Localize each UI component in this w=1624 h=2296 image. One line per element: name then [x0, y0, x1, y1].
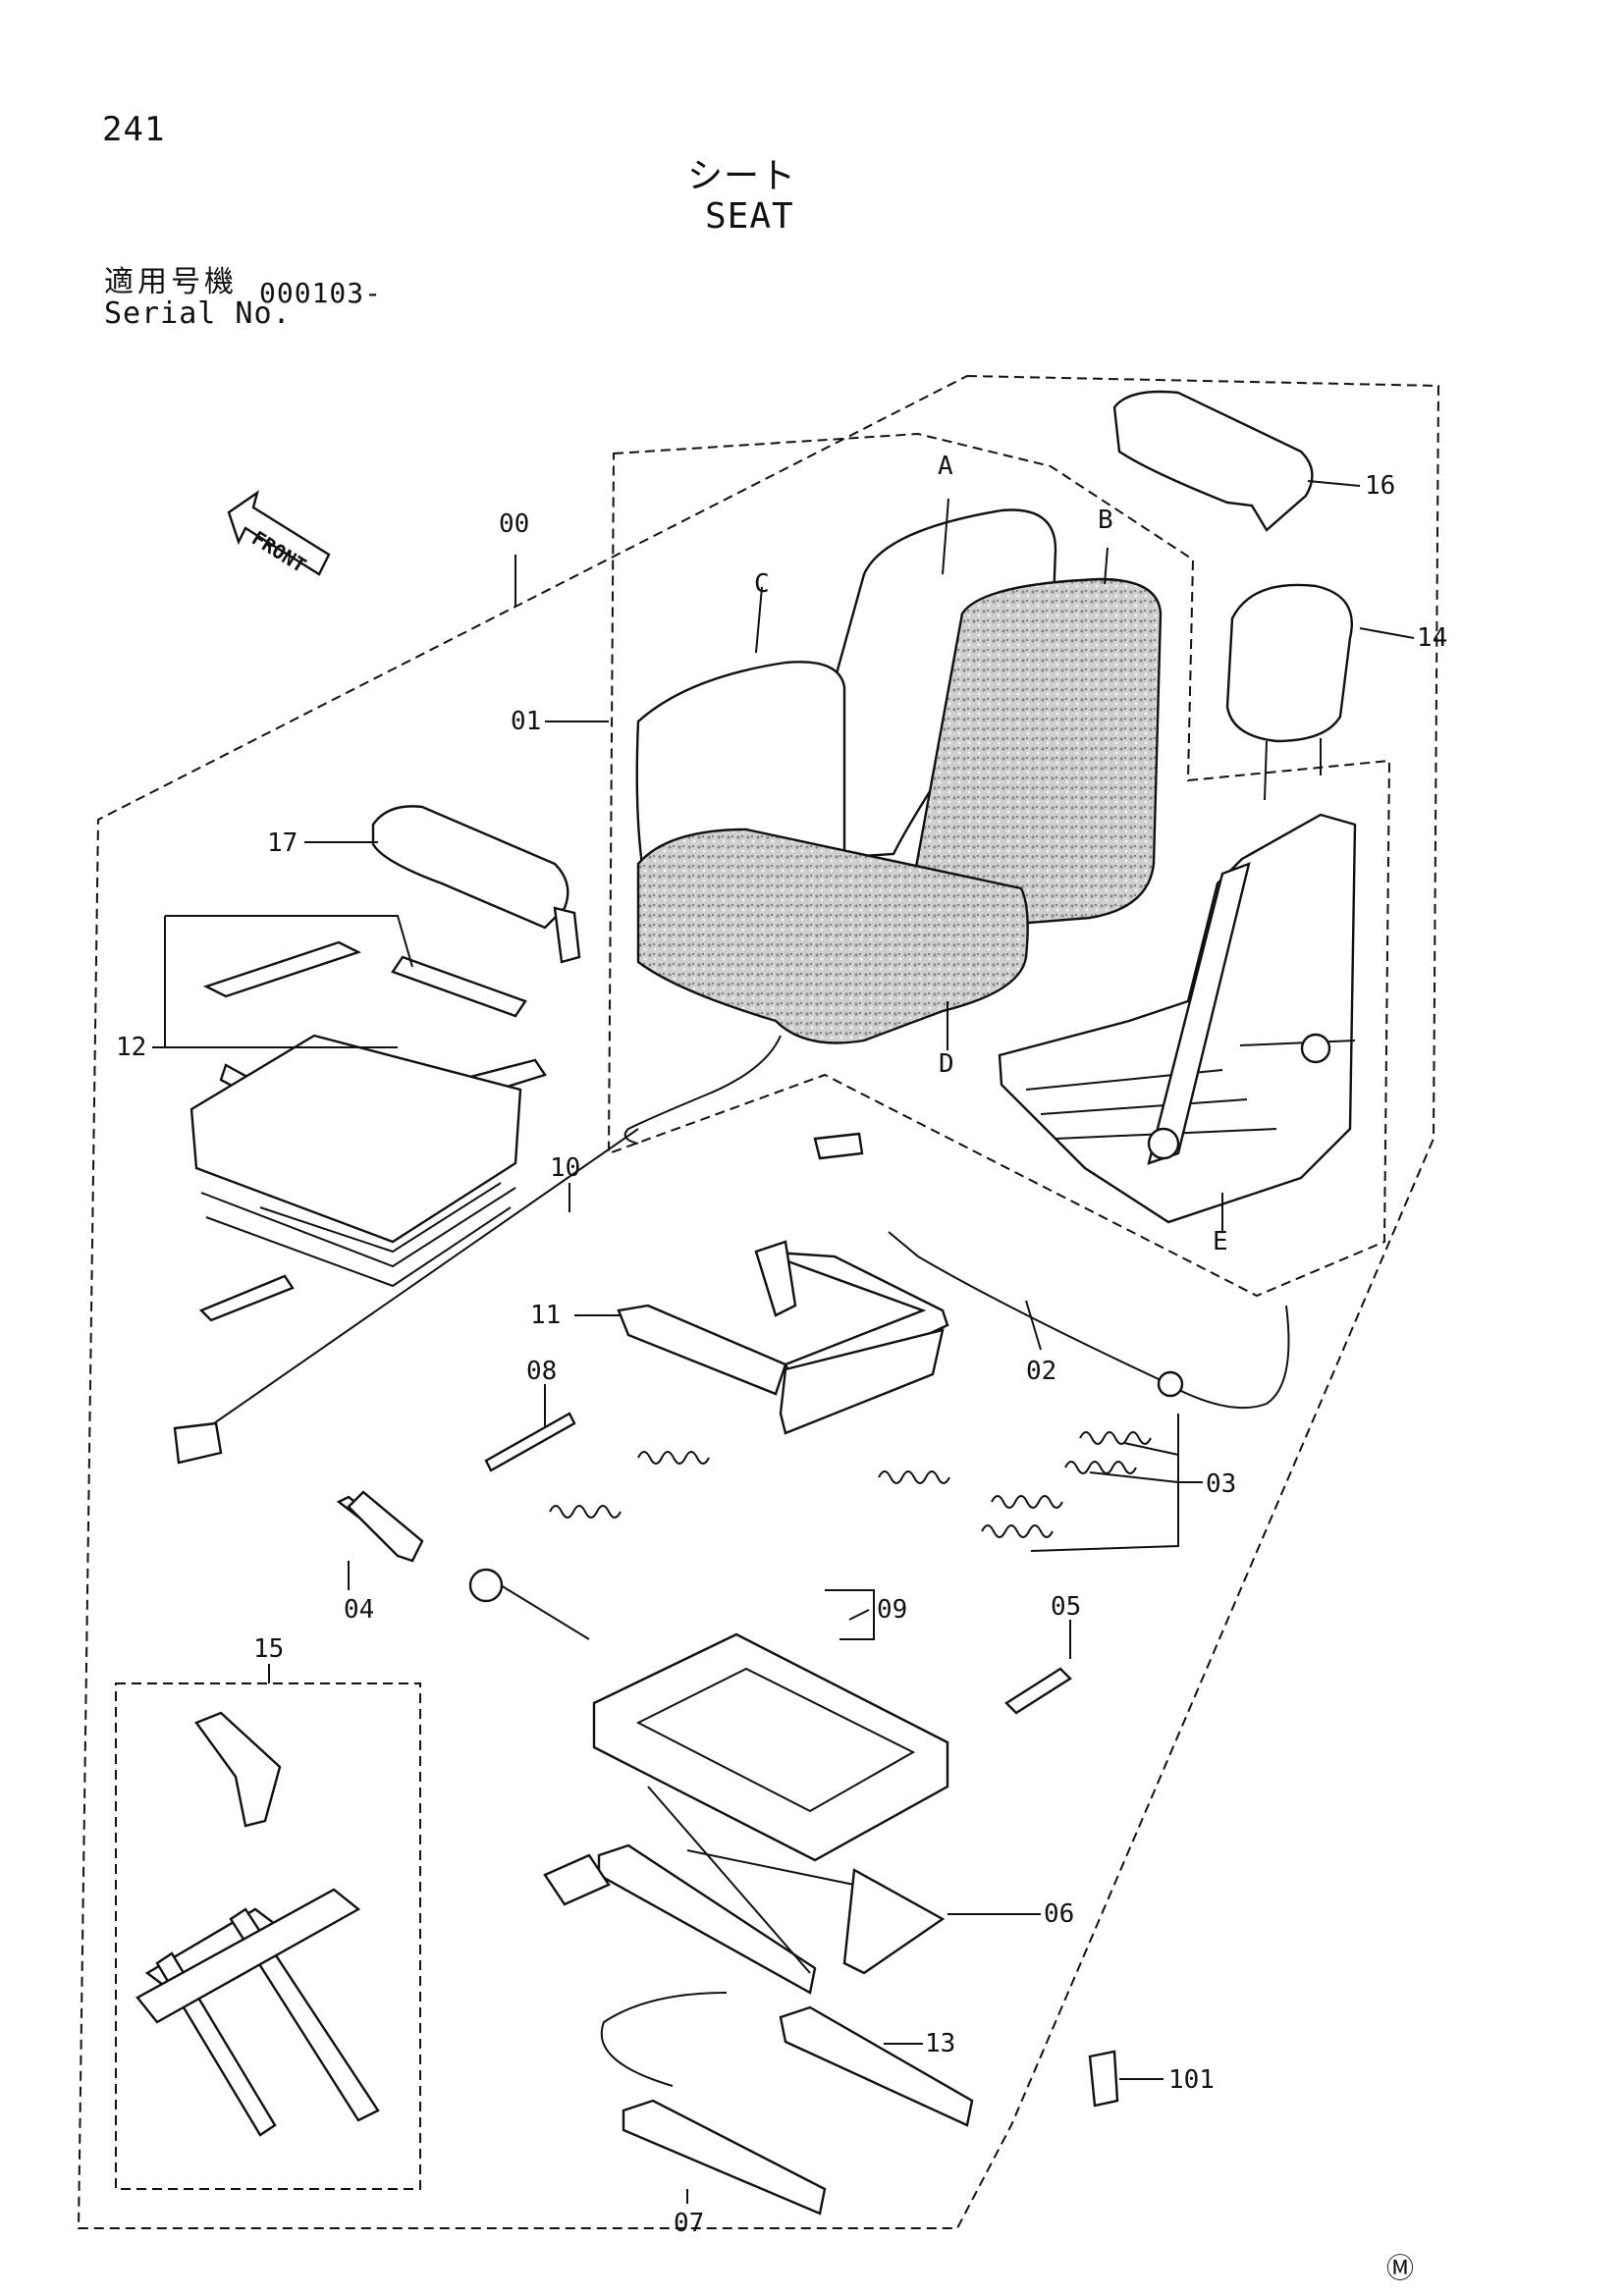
serial-label-english: Serial No. [104, 296, 292, 331]
slide-rail-13 [779, 2005, 974, 2127]
callout-17: 17 [267, 828, 298, 858]
callout-d: D [939, 1049, 954, 1079]
bolt-08 [484, 1412, 576, 1472]
gas-spring-05 [1004, 1667, 1072, 1715]
title-english: SEAT [705, 196, 794, 237]
scissor-base-06 [597, 1843, 817, 1995]
callout-16: 16 [1365, 471, 1395, 501]
serial-number-value: 000103- [259, 277, 383, 309]
callout-04: 04 [344, 1595, 374, 1625]
callout-c: C [754, 569, 770, 599]
callout-b: B [1098, 506, 1113, 535]
callout-101: 101 [1168, 2065, 1215, 2095]
armrest-16 [1112, 390, 1314, 532]
callout-05: 05 [1051, 1592, 1081, 1622]
callout-07: 07 [674, 2209, 704, 2238]
bottom-cushion-d [636, 828, 1029, 1044]
connector-10 [813, 1132, 864, 1160]
armrest-17 [371, 805, 569, 930]
callout-15: 15 [253, 1634, 284, 1664]
front-arrow-icon [227, 490, 331, 576]
scissor-top-frame-06 [592, 1632, 949, 1862]
bolt-101 [1088, 2050, 1119, 2108]
seat-frame-e [998, 813, 1357, 1224]
callout-08: 08 [526, 1357, 557, 1386]
callout-12: 12 [116, 1033, 146, 1062]
kit-15-boundary [115, 1682, 421, 2190]
slide-rail-07 [622, 2099, 827, 2216]
serial-label-japanese: 適用号機 [104, 265, 238, 299]
callout-00: 00 [499, 509, 529, 539]
callout-e: E [1213, 1227, 1228, 1256]
bracket-12a [202, 940, 362, 998]
callout-02: 02 [1026, 1357, 1056, 1386]
title-japanese: シート [687, 156, 797, 196]
callout-a: A [938, 452, 953, 481]
adjuster-knob [468, 1568, 504, 1603]
bracket-12b [391, 955, 527, 1018]
maker-mark: Ⓜ [1386, 2252, 1414, 2284]
callout-09: 09 [877, 1595, 907, 1625]
callout-14: 14 [1417, 623, 1447, 653]
kit-15-link-top [194, 1711, 282, 1828]
page-number: 241 [102, 110, 166, 149]
springs-03 [549, 1431, 1152, 1538]
cushion-wire [623, 1035, 782, 1145]
suspension-bellows [189, 1034, 522, 1244]
callout-03: 03 [1206, 1469, 1236, 1499]
callout-11: 11 [530, 1301, 561, 1330]
callout-13: 13 [925, 2029, 955, 2058]
cable-02 [888, 1231, 1290, 1410]
callout-10: 10 [550, 1153, 580, 1183]
slide-rail-11 [617, 1304, 787, 1396]
callout-06: 06 [1044, 1899, 1074, 1929]
assembly-boundary-00 [77, 374, 1440, 2229]
callout-01: 01 [511, 707, 541, 736]
seat-group-boundary-01 [607, 432, 1391, 1298]
headrest-14 [1225, 583, 1353, 743]
leader-lines [152, 480, 1415, 2204]
